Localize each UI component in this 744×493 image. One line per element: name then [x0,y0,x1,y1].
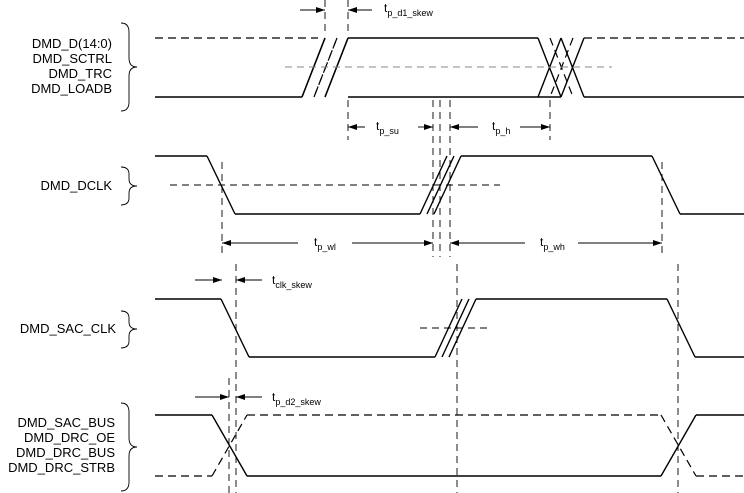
label-t-p-su: tp_su [376,119,399,136]
signal-name-dmd-drc-bus: DMD_DRC_BUS [16,445,115,460]
signal-name-dmd-sac-bus: DMD_SAC_BUS [17,415,115,430]
sac-clk-waveform [155,298,744,358]
dclk-brace [120,166,138,206]
sac-bus-brace [120,402,138,492]
signal-name-dmd-trc: DMD_TRC [48,66,112,81]
timing-d1-skew: tp_d1_skew [300,0,433,34]
timing-pulse-width: tp_wl tp_wh [222,235,662,252]
signal-name-dmd-sac-clk: DMD_SAC_CLK [20,321,116,336]
data-bus-waveform [155,37,744,98]
label-t-p-h: tp_h [492,119,510,136]
label-t-p-d2-skew: tp_d2_skew [272,390,321,407]
label-t-p-wh: tp_wh [540,235,565,252]
signal-name-dmd-loadb: DMD_LOADB [31,81,112,96]
signal-name-dmd-drc-strb: DMD_DRC_STRB [8,460,115,475]
signal-name-dmd-drc-oe: DMD_DRC_OE [24,430,115,445]
label-t-p-d1-skew: tp_d1_skew [384,1,433,18]
data-bus-brace [120,22,138,112]
label-t-p-wl: tp_wl [314,235,336,252]
data-bus-signal-names: DMD_D(14:0) DMD_SCTRL DMD_TRC DMD_LOADB [31,36,112,96]
timing-clk-skew: tclk_skew [195,273,312,290]
signal-name-dmd-dclk: DMD_DCLK [40,178,112,193]
signal-name-dmd-sctrl: DMD_SCTRL [33,51,112,66]
sac-bus-signal-names: DMD_SAC_BUS DMD_DRC_OE DMD_DRC_BUS DMD_D… [8,415,115,475]
signal-name-dmd-d: DMD_D(14:0) [32,36,112,51]
sac-bus-waveform [155,414,744,477]
timing-setup-hold: tp_su tp_h [347,100,551,140]
timing-d2-skew: tp_d2_skew [195,390,321,407]
label-t-clk-skew: tclk_skew [272,273,312,290]
vertical-references [221,100,679,493]
sac-clk-brace [120,310,138,349]
dclk-waveform [155,155,744,215]
